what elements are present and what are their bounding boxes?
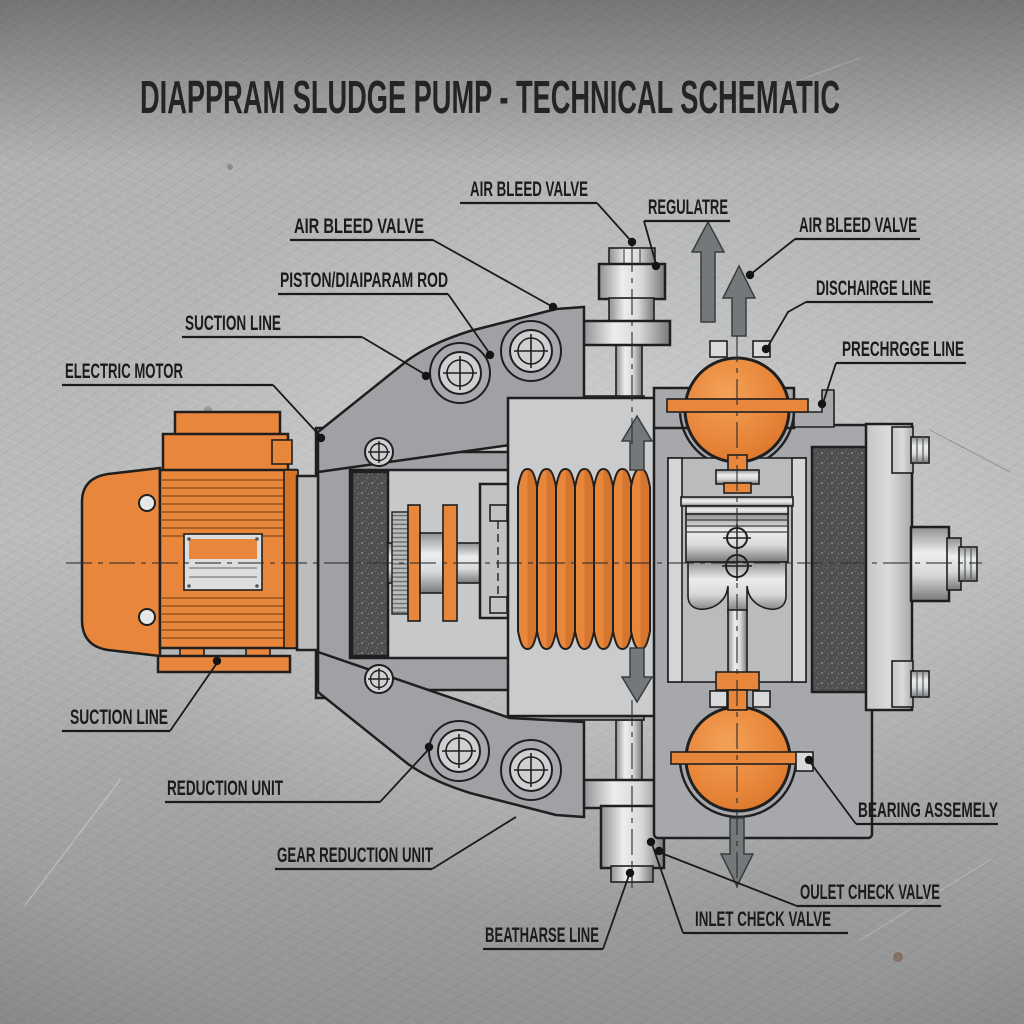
leader-piston-rod <box>278 292 495 360</box>
label-suction-line-bottom: SUCTION LINE <box>70 706 168 729</box>
flow-arrow-down-icon <box>620 647 654 704</box>
label-air-bleed-valve-right: AIR BLEED VALVE <box>799 214 917 237</box>
label-bearing-assembly: BEARING ASSEMELY <box>858 799 998 822</box>
leader-suction-line-bottom <box>62 656 222 733</box>
leader-reduction-unit <box>165 742 434 804</box>
label-discharge-line: DISCHAIRGE LINE <box>816 277 931 300</box>
label-precharge-line: PRECHRGGE LINE <box>842 338 964 361</box>
leader-gear-reduction-unit <box>275 816 517 871</box>
flow-arrow-up-tall-icon <box>690 220 726 323</box>
diaphragm-bellows <box>517 468 651 650</box>
leader-beatharse-line <box>483 868 635 951</box>
scratch-marks <box>24 57 1011 962</box>
electric-motor-graphic <box>80 410 320 674</box>
label-suction-line-top: SUCTION LINE <box>185 312 281 335</box>
diagram-title: DIAPPRAM SLUDGE PUMP - TECHNICAL SCHEMAT… <box>140 71 840 123</box>
callout-labels: AIR BLEED VALVE REGULATRE AIR BLEED VALV… <box>65 178 998 947</box>
label-beatharse-line: BEATHARSE LINE <box>485 924 599 947</box>
leader-outlet-check-valve <box>654 846 941 908</box>
leader-air-bleed-valve-top <box>460 201 637 247</box>
label-electric-motor: ELECTRIC MOTOR <box>65 360 183 383</box>
leader-regulator <box>643 219 730 271</box>
reduction-gear-and-shaft <box>387 482 514 622</box>
leader-electric-motor <box>62 383 326 443</box>
flow-arrow-up-right-icon <box>721 264 757 337</box>
centerlines <box>66 246 982 888</box>
callout-lines <box>62 201 998 951</box>
flow-arrow-up-icon <box>620 414 654 471</box>
pump-assembly <box>66 220 982 888</box>
bearing-end-plate <box>864 422 978 712</box>
leader-bearing-assembly <box>804 755 998 826</box>
leader-air-bleed-valve-left <box>290 238 558 312</box>
leader-discharge-line <box>761 300 933 354</box>
leader-air-bleed-valve-right <box>745 237 920 280</box>
label-regulator: REGULATRE <box>648 196 728 219</box>
label-air-bleed-valve-left: AIR BLEED VALVE <box>294 215 424 238</box>
label-air-bleed-valve-top: AIR BLEED VALVE <box>470 178 588 201</box>
leader-precharge-line <box>817 361 966 409</box>
outlet-check-valve-ball-bottom <box>670 690 814 813</box>
label-piston-rod: PISTON/DIAIPARAM ROD <box>280 269 448 292</box>
label-inlet-check-valve: INLET CHECK VALVE <box>695 908 831 931</box>
leader-inlet-check-valve <box>646 837 848 935</box>
leader-suction-line-top <box>182 335 431 381</box>
label-reduction-unit: REDUCTION UNIT <box>167 777 283 800</box>
label-outlet-check-valve: OULET CHECK VALVE <box>800 881 940 904</box>
label-gear-reduction-unit: GEAR REDUCTION UNIT <box>277 844 433 867</box>
